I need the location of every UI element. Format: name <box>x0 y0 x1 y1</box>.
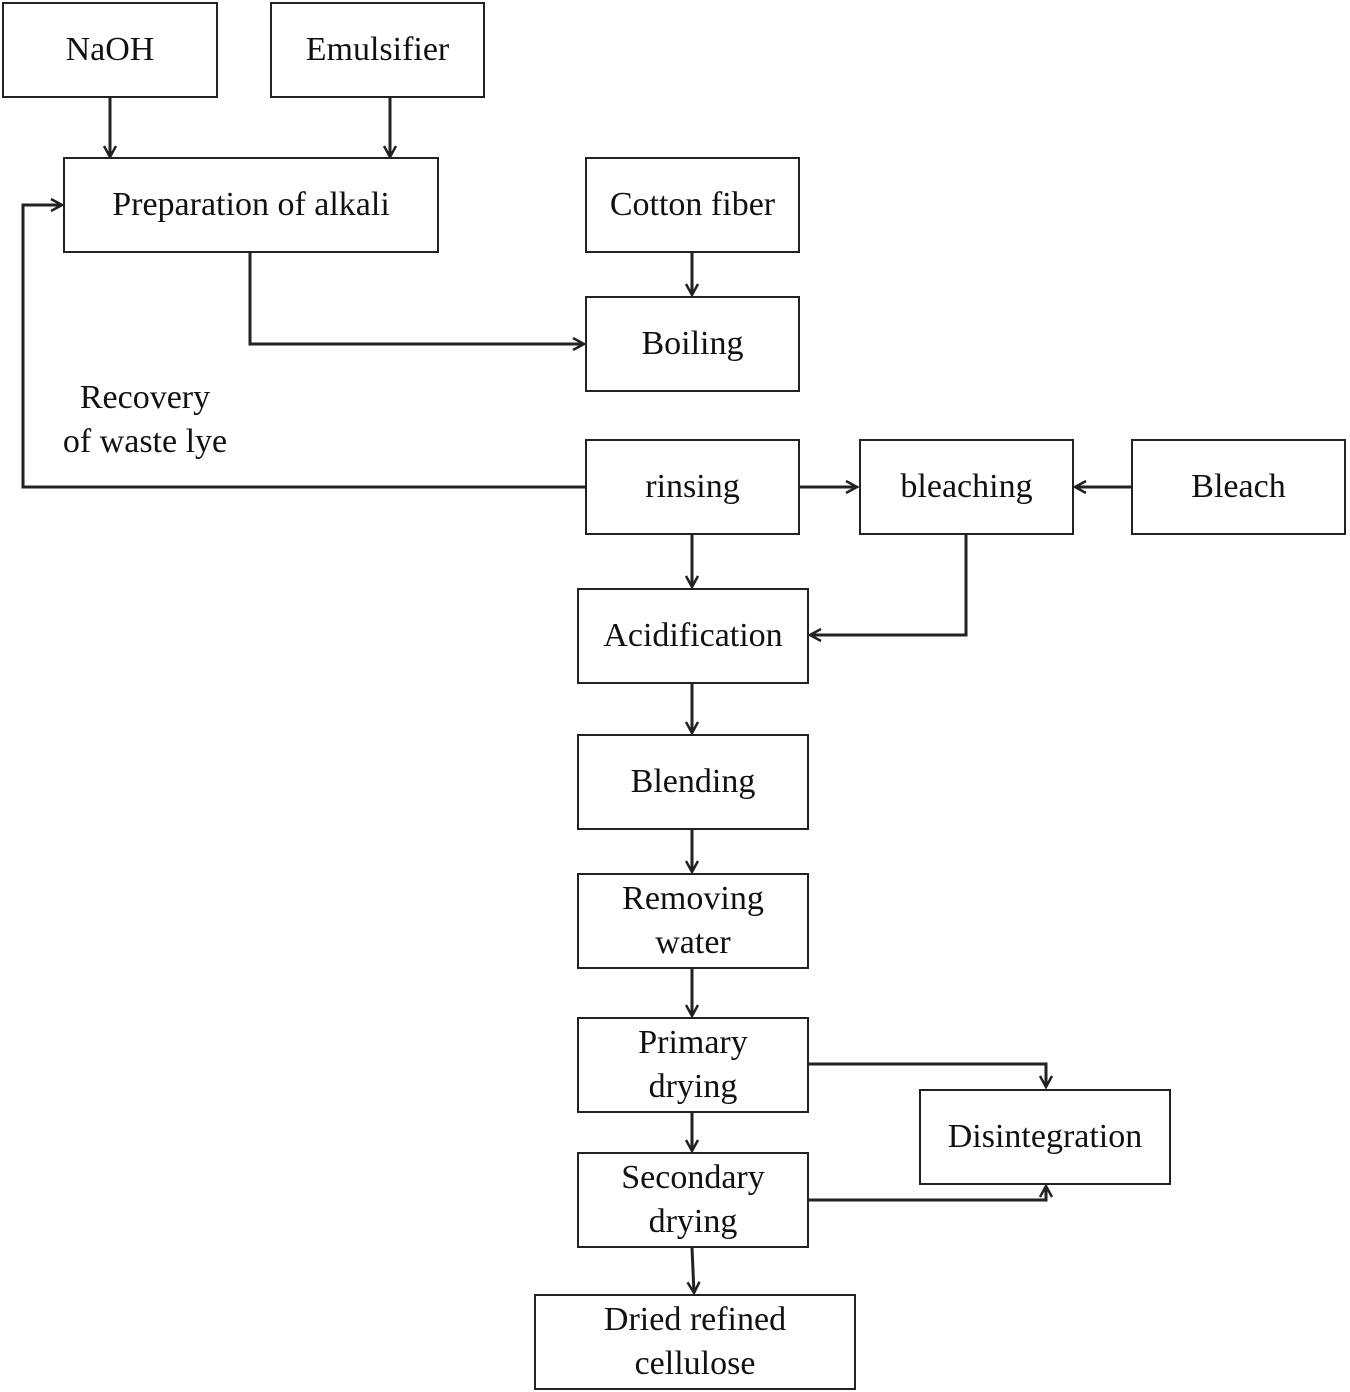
arrow-secondary-drying-to-disintegration <box>809 1186 1046 1202</box>
node-cotton-fiber: Cotton fiber <box>585 157 800 253</box>
node-label: Bleach <box>1191 468 1286 505</box>
node-label: Disintegration <box>947 1118 1143 1155</box>
node-primary-drying: Primary drying <box>577 1017 809 1113</box>
arrow-secondary-drying-to-cellulose <box>692 1247 694 1293</box>
edge-label-line-1: Recovery <box>79 379 211 416</box>
node-removing-water: Removing water <box>577 873 809 969</box>
node-label: bleaching <box>900 468 1033 505</box>
arrow-preparation-to-boiling <box>248 252 584 344</box>
node-label: Blending <box>630 763 756 800</box>
node-bleach: Bleach <box>1131 439 1346 535</box>
node-rinsing: rinsing <box>585 439 800 535</box>
arrow-bleaching-to-acidification <box>810 535 968 635</box>
node-blending: Blending <box>577 734 809 830</box>
node-label-line-1: Removing <box>622 880 764 917</box>
edge-label-recovery-of-waste-lye: Recovery of waste lye <box>40 376 250 464</box>
node-label-line-1: Dried refined <box>603 1301 787 1338</box>
node-label: Cotton fiber <box>609 186 776 223</box>
node-label: Preparation of alkali <box>112 186 390 223</box>
node-acidification: Acidification <box>577 588 809 684</box>
node-emulsifier: Emulsifier <box>270 2 485 98</box>
node-secondary-drying: Secondary drying <box>577 1152 809 1248</box>
node-preparation-of-alkali: Preparation of alkali <box>63 157 439 253</box>
node-label-line-2: drying <box>648 1203 738 1240</box>
node-disintegration: Disintegration <box>919 1089 1171 1185</box>
node-label-line-2: drying <box>648 1068 738 1105</box>
node-bleaching: bleaching <box>859 439 1074 535</box>
node-label: Boiling <box>641 325 744 362</box>
node-boiling: Boiling <box>585 296 800 392</box>
node-label: Acidification <box>603 617 783 654</box>
node-label: rinsing <box>645 468 740 505</box>
arrow-primary-drying-to-disintegration <box>809 1062 1046 1087</box>
node-label-line-2: cellulose <box>634 1345 756 1382</box>
node-label-line-1: Secondary <box>621 1159 765 1196</box>
node-dried-refined-cellulose: Dried refined cellulose <box>534 1294 856 1390</box>
node-label: NaOH <box>65 31 155 68</box>
arrow-rinsing-to-preparation-recovery <box>21 205 586 489</box>
node-label-line-2: water <box>655 924 731 961</box>
node-label-line-1: Primary <box>638 1024 748 1061</box>
node-naoh: NaOH <box>2 2 218 98</box>
node-label: Emulsifier <box>305 31 450 68</box>
edge-label-line-2: of waste lye <box>62 423 228 460</box>
